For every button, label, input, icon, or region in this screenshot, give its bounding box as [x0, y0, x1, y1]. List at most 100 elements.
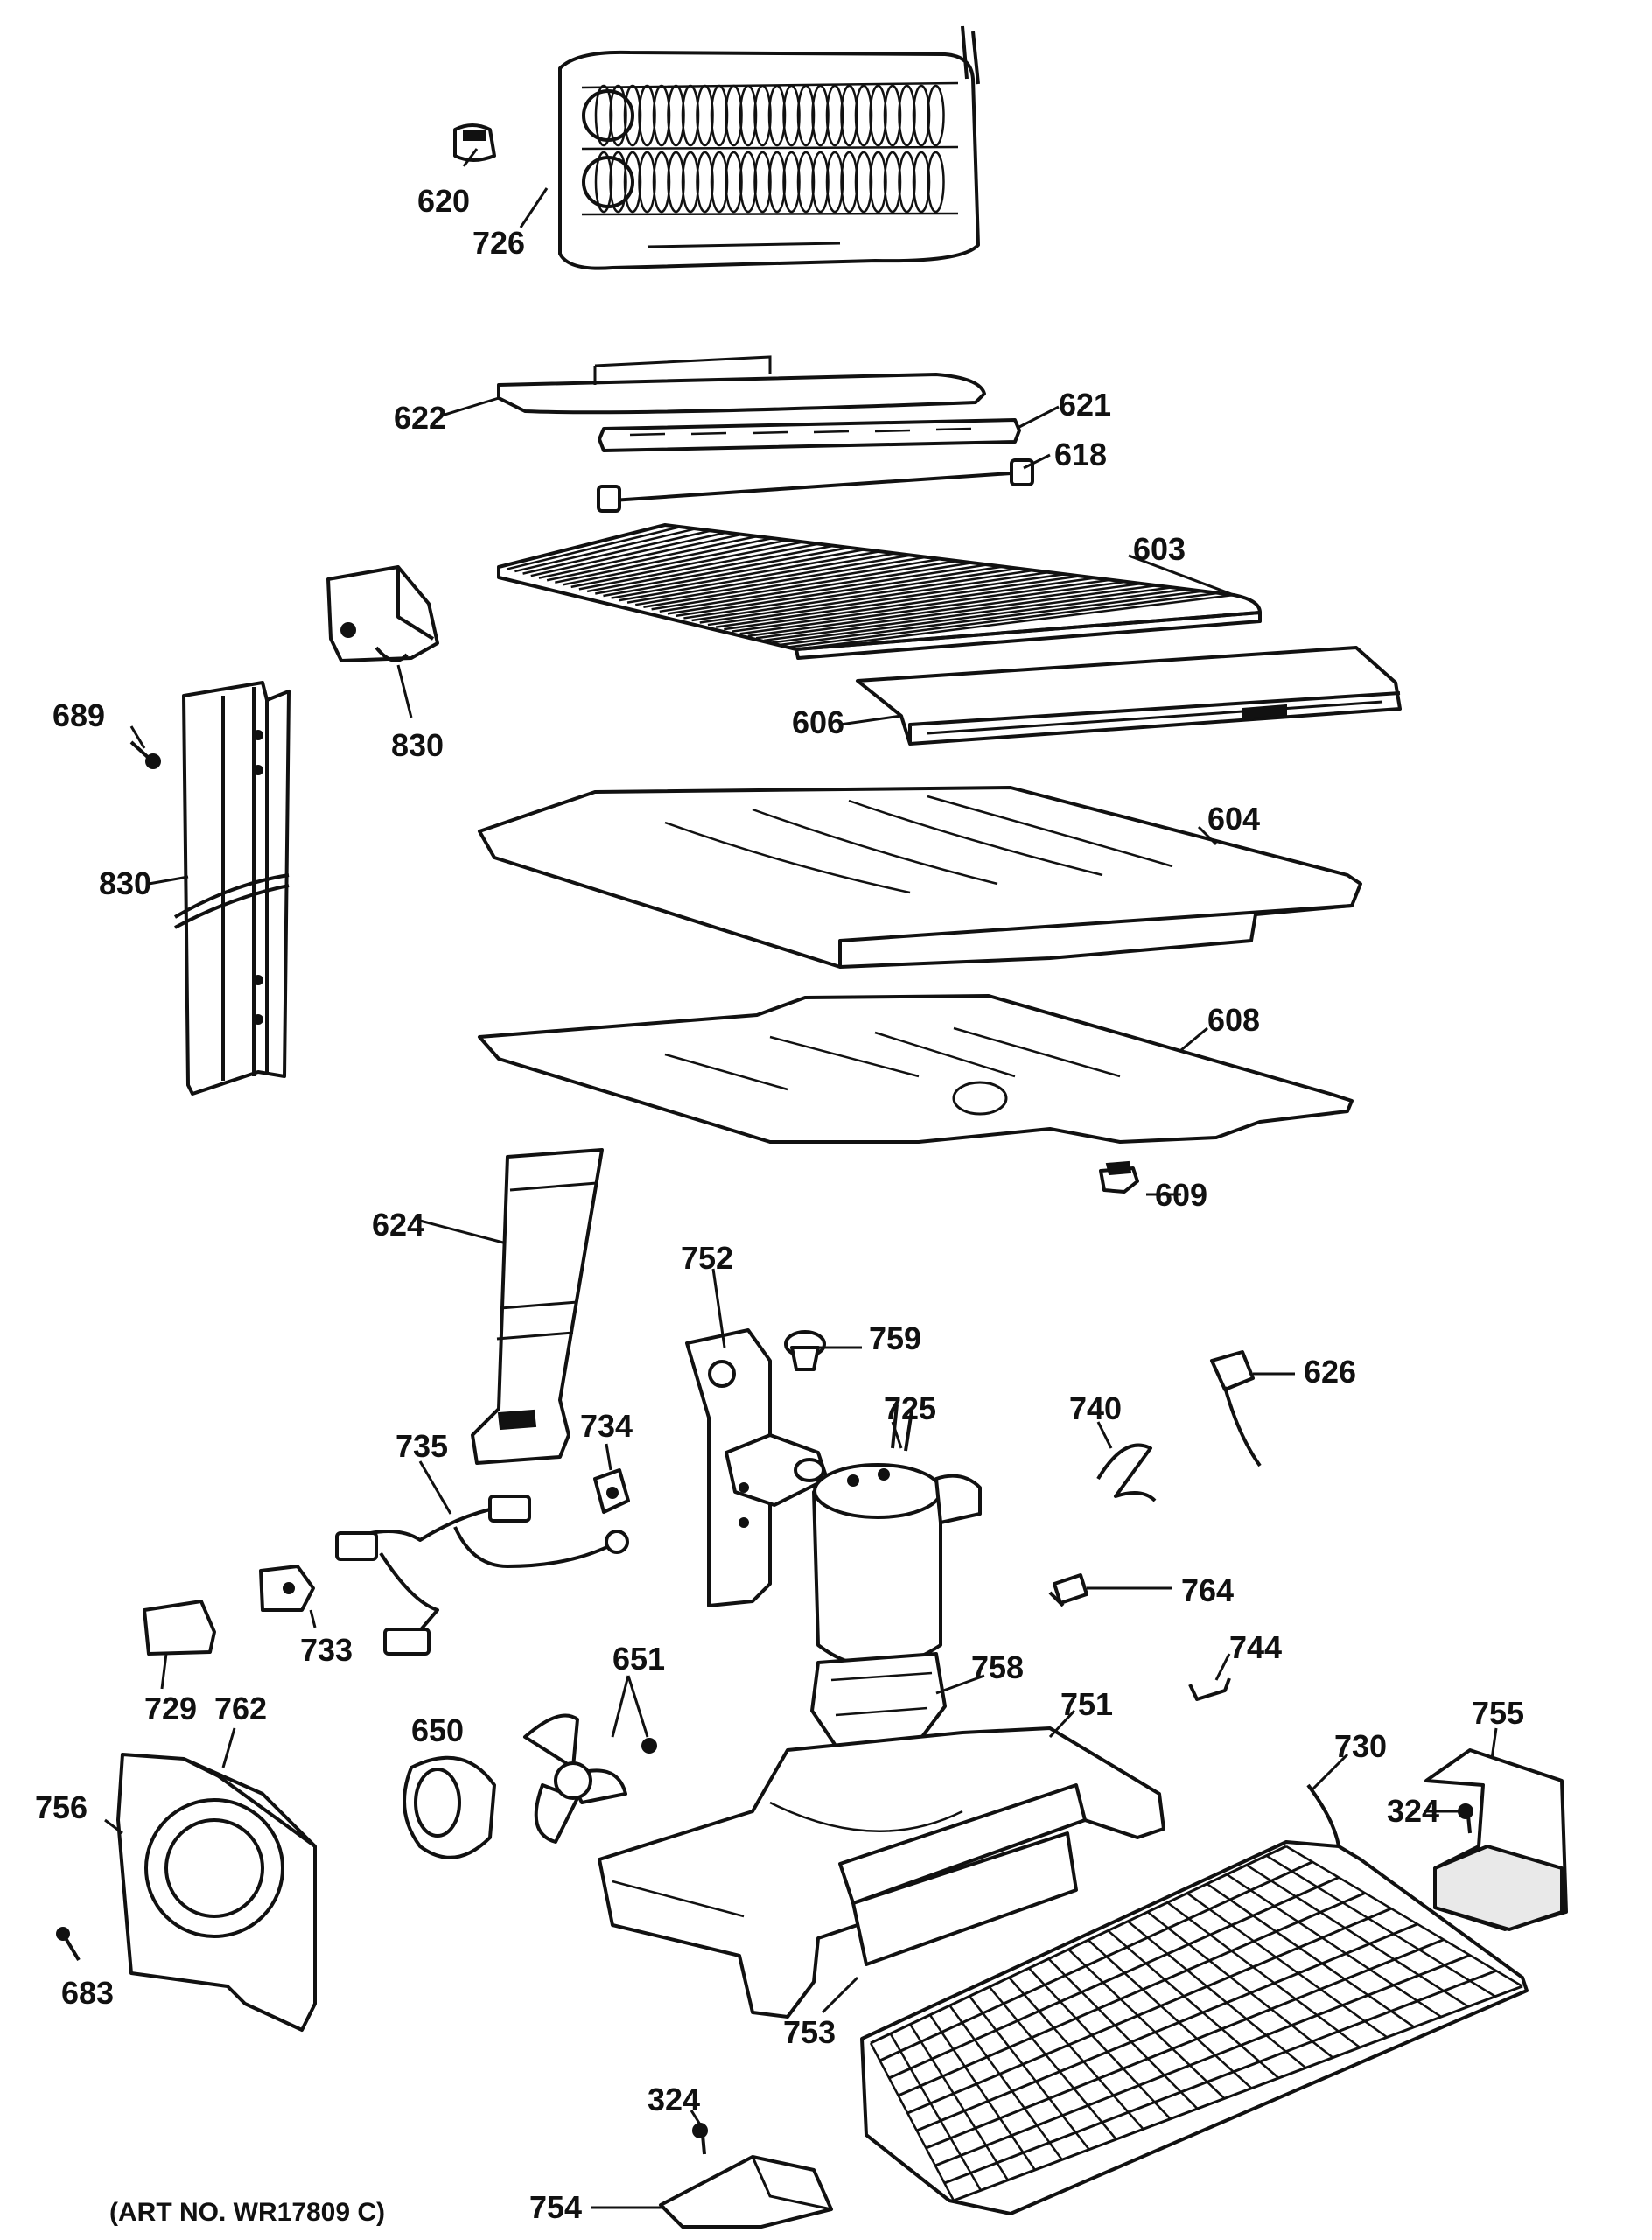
art-number: (ART NO. WR17809 C)	[109, 2198, 385, 2227]
shelf-rib	[555, 536, 774, 584]
label-758: 758	[971, 1649, 1024, 1685]
shelf-rib	[780, 590, 1204, 647]
fan-motor-650	[402, 1755, 496, 1859]
label-730: 730	[1334, 1728, 1387, 1764]
coil-loop	[840, 150, 858, 214]
label-759: 759	[869, 1320, 921, 1356]
coil-loop	[796, 84, 816, 147]
coil-end	[582, 89, 634, 142]
shelf-rib	[578, 542, 819, 591]
coil-loop	[883, 150, 902, 214]
condenser-tube	[869, 2042, 956, 2202]
screw-689	[130, 740, 161, 769]
label-622: 622	[394, 400, 446, 436]
condenser-730	[860, 1783, 1529, 2216]
coil-loop	[667, 84, 685, 147]
coil-loop	[652, 84, 671, 147]
condenser-wire	[888, 1876, 1340, 2080]
condenser-tube	[1226, 1873, 1442, 2019]
coil-loop	[738, 84, 758, 147]
shelf-rib	[683, 567, 1019, 620]
coil-loop	[811, 150, 830, 214]
shelf-rib	[626, 554, 912, 604]
coil-loop	[681, 150, 700, 214]
duct-624	[471, 1148, 604, 1465]
coil-loop	[767, 150, 787, 214]
relay-733	[259, 1564, 315, 1612]
mount-758	[810, 1652, 947, 1747]
coil-loop	[753, 84, 772, 147]
coil-loop	[609, 84, 627, 147]
shelf-rib	[563, 539, 788, 586]
coil-loop	[912, 84, 931, 147]
label-624: 624	[372, 1207, 424, 1242]
screw-324a	[1458, 1803, 1474, 1834]
shelf-rib	[522, 529, 711, 575]
condenser-wire	[898, 1891, 1366, 2097]
shelf-rib	[570, 541, 804, 589]
condenser-tube	[1107, 1929, 1280, 2079]
shelf-rib	[739, 580, 1127, 635]
coil-loop	[796, 150, 816, 214]
label-651: 651	[612, 1641, 665, 1676]
label-752: 752	[681, 1240, 733, 1276]
coil-loop	[667, 150, 685, 214]
label-324-upper: 324	[1387, 1793, 1439, 1829]
coil-loop	[609, 150, 627, 214]
label-683: 683	[61, 1975, 114, 2011]
coil-loop	[681, 84, 700, 147]
label-689: 689	[52, 697, 105, 733]
shelf-rib	[506, 525, 681, 570]
screw-324b	[692, 2123, 708, 2155]
label-734: 734	[580, 1408, 633, 1444]
bracket-752	[685, 1328, 829, 1607]
shroud-756	[116, 1753, 317, 2032]
coil-loop	[782, 84, 801, 147]
evaporator-726	[558, 25, 980, 270]
coil-loop	[753, 150, 772, 214]
condenser-wire	[916, 1922, 1418, 2132]
cord-626	[1210, 1350, 1262, 1467]
condenser-wire	[870, 1844, 1287, 2045]
coil-loop	[638, 150, 656, 214]
label-762: 762	[214, 1690, 267, 1726]
condenser-wire	[953, 1984, 1523, 2202]
label-603: 603	[1133, 531, 1186, 567]
condenser-tube	[1265, 1854, 1496, 1998]
shelf-rib	[795, 593, 1235, 651]
condenser-tube	[889, 2033, 983, 2191]
condenser-wire	[906, 1907, 1392, 2115]
clip-740	[1096, 1443, 1157, 1502]
coil-loop	[927, 84, 945, 147]
clamp-764	[1048, 1573, 1088, 1607]
label-620: 620	[417, 183, 470, 219]
coil-loop	[710, 84, 729, 147]
shelf-rib	[755, 584, 1158, 640]
coil-loop	[638, 84, 656, 147]
grommet-759	[784, 1330, 826, 1371]
shelf-rib	[764, 586, 1172, 642]
label-324-lower: 324	[648, 2082, 700, 2118]
condenser-tube	[1206, 1882, 1415, 2028]
coil-loop	[710, 150, 729, 214]
food-floor-608	[478, 994, 1354, 1144]
shelf-rib	[619, 552, 896, 602]
label-726: 726	[472, 225, 525, 261]
coil-loop	[594, 84, 613, 147]
coil-loop	[840, 84, 858, 147]
label-764: 764	[1181, 1572, 1234, 1608]
coil-loop	[898, 150, 916, 214]
shelf-rib	[514, 528, 696, 573]
label-606: 606	[792, 704, 844, 740]
condenser-tube	[1008, 1977, 1144, 2131]
channel-830	[173, 681, 290, 1096]
coil-end	[582, 156, 634, 208]
coil-loop	[738, 150, 758, 214]
shelf-rib	[538, 533, 743, 579]
fan-blade-651	[523, 1713, 657, 1844]
shelf-rib	[546, 535, 758, 582]
shelf-rib	[635, 556, 927, 606]
shelf-rib	[530, 531, 727, 578]
